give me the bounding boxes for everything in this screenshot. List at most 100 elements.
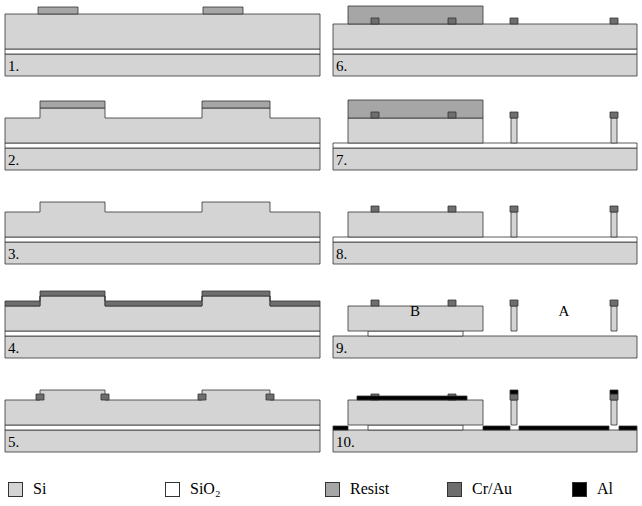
substrate [333,54,637,76]
aluminium-layer [519,426,609,430]
substrate [5,336,320,358]
cr-au-pad [610,112,618,118]
process-step-figure [5,390,320,452]
step-number: 7. [336,153,347,168]
process-step-figure [5,202,320,264]
device-structure [511,306,517,331]
cr-au-pad [371,18,379,24]
substrate [333,336,637,358]
step-number: 10. [336,435,355,450]
cr-au-pad [610,206,618,212]
step-number: 1. [8,59,19,74]
resist [38,7,78,14]
device-layer [5,108,320,143]
oxide-layer [5,237,320,242]
device-layer [5,390,320,425]
process-step-figure [5,101,320,170]
cr-au-pad [101,394,109,400]
substrate [333,430,637,452]
oxide-layer [5,331,320,336]
legend-entry: SiO₂ [165,481,220,497]
device-structure [511,212,517,237]
oxide-layer [333,49,637,54]
resist [203,7,243,14]
cr-au-pad [448,18,456,24]
cr-au-pad [610,394,618,400]
oxide-anchor [368,331,463,336]
legend-label: Cr/Au [472,481,512,497]
process-step-figure [333,300,637,358]
cr-au-pad [198,394,206,400]
legend-swatch [447,482,462,497]
cr-au-pad [510,206,518,212]
device-layer [333,24,637,49]
step-number: 2. [8,153,19,168]
device-structure [511,400,517,425]
cr-au-pad [510,112,518,118]
resist [202,101,270,108]
aluminium-layer [510,390,518,394]
step-number: 4. [8,341,19,356]
resist [40,101,105,108]
cr-au-layer [5,291,320,306]
aluminium-layer [357,396,467,400]
step-number: 6. [336,59,347,74]
legend-label: SiO₂ [190,481,220,497]
oxide-layer [5,425,320,430]
substrate [333,242,637,264]
cr-au-pad [510,18,518,24]
aluminium-layer [333,426,348,430]
cr-au-pad [371,300,379,306]
legend-entry: Resist [325,481,389,497]
device-structure [611,118,617,143]
step-number: 9. [336,341,347,356]
legend-swatch [572,482,587,497]
device-structure [348,400,483,425]
substrate [5,430,320,452]
process-step-figure [333,206,637,264]
device-structure [348,118,483,143]
legend-swatch [8,482,23,497]
oxide-anchor [368,425,463,430]
region-label: B [410,304,420,319]
device-structure [611,400,617,425]
legend-label: Si [33,481,46,497]
legend-swatch [165,482,180,497]
process-step-figure [5,7,320,76]
resist [348,100,483,118]
legend-entry: Si [8,481,46,497]
cr-au-pad [610,300,618,306]
oxide-layer [333,143,637,148]
step-number: 8. [336,247,347,262]
cr-au-pad [36,394,44,400]
resist [348,6,483,24]
step-number: 3. [8,247,19,262]
cr-au-pad [610,18,618,24]
step-number: 5. [8,435,19,450]
process-step-figure [333,6,637,76]
device-structure [511,118,517,143]
oxide-layer [333,237,637,242]
legend-label: Resist [350,481,389,497]
device-layer [5,202,320,237]
process-step-figure [5,291,320,358]
region-label: A [559,304,570,319]
cr-au-pad [266,394,274,400]
process-step-figure [333,390,637,452]
aluminium-layer [610,390,618,394]
device-structure [348,212,483,237]
substrate [5,242,320,264]
device-structure [611,306,617,331]
process-step-figure [333,100,637,170]
legend-entry: Al [572,481,613,497]
legend-entry: Cr/Au [447,481,512,497]
oxide-layer [5,49,320,54]
substrate [333,148,637,170]
device-structure [611,212,617,237]
cr-au-pad [448,300,456,306]
cr-au-pad [448,112,456,118]
substrate [5,54,320,76]
cr-au-pad [510,300,518,306]
cr-au-pad [371,206,379,212]
